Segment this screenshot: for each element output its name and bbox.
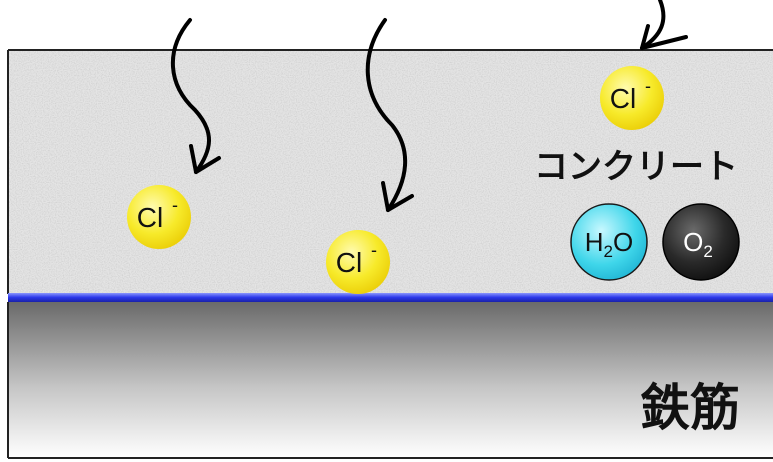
chloride-ion: Cl - (326, 230, 390, 294)
svg-text:O2: O2 (683, 227, 713, 261)
oxygen-molecule: O2 (662, 203, 740, 281)
water-molecule: H2O (570, 203, 648, 281)
oxygen-base: O (683, 227, 703, 257)
water-base: H (585, 227, 604, 257)
water-sub: 2 (604, 242, 613, 261)
ingress-arrow-1 (170, 18, 221, 174)
passive-film (8, 293, 773, 302)
ion-charge: - (371, 240, 377, 260)
oxygen-sub: 2 (703, 242, 712, 261)
ion-element: Cl (610, 83, 636, 114)
ion-element: Cl (336, 247, 362, 278)
chloride-ion: Cl - (600, 66, 664, 130)
ion-element: Cl (137, 202, 163, 233)
water-tail: O (613, 227, 633, 257)
concrete-label: コンクリート (534, 147, 738, 187)
rebar-layer (7, 302, 773, 459)
ion-charge: - (645, 76, 651, 96)
ion-charge: - (172, 195, 178, 215)
svg-text:H2O: H2O (585, 227, 633, 261)
ingress-arrow-3 (640, 0, 688, 50)
ingress-arrow-2 (365, 18, 414, 212)
chloride-ion: Cl - (127, 185, 191, 249)
rebar-label: 鉄筋 (640, 379, 740, 437)
ingress-arrows (170, 0, 688, 212)
